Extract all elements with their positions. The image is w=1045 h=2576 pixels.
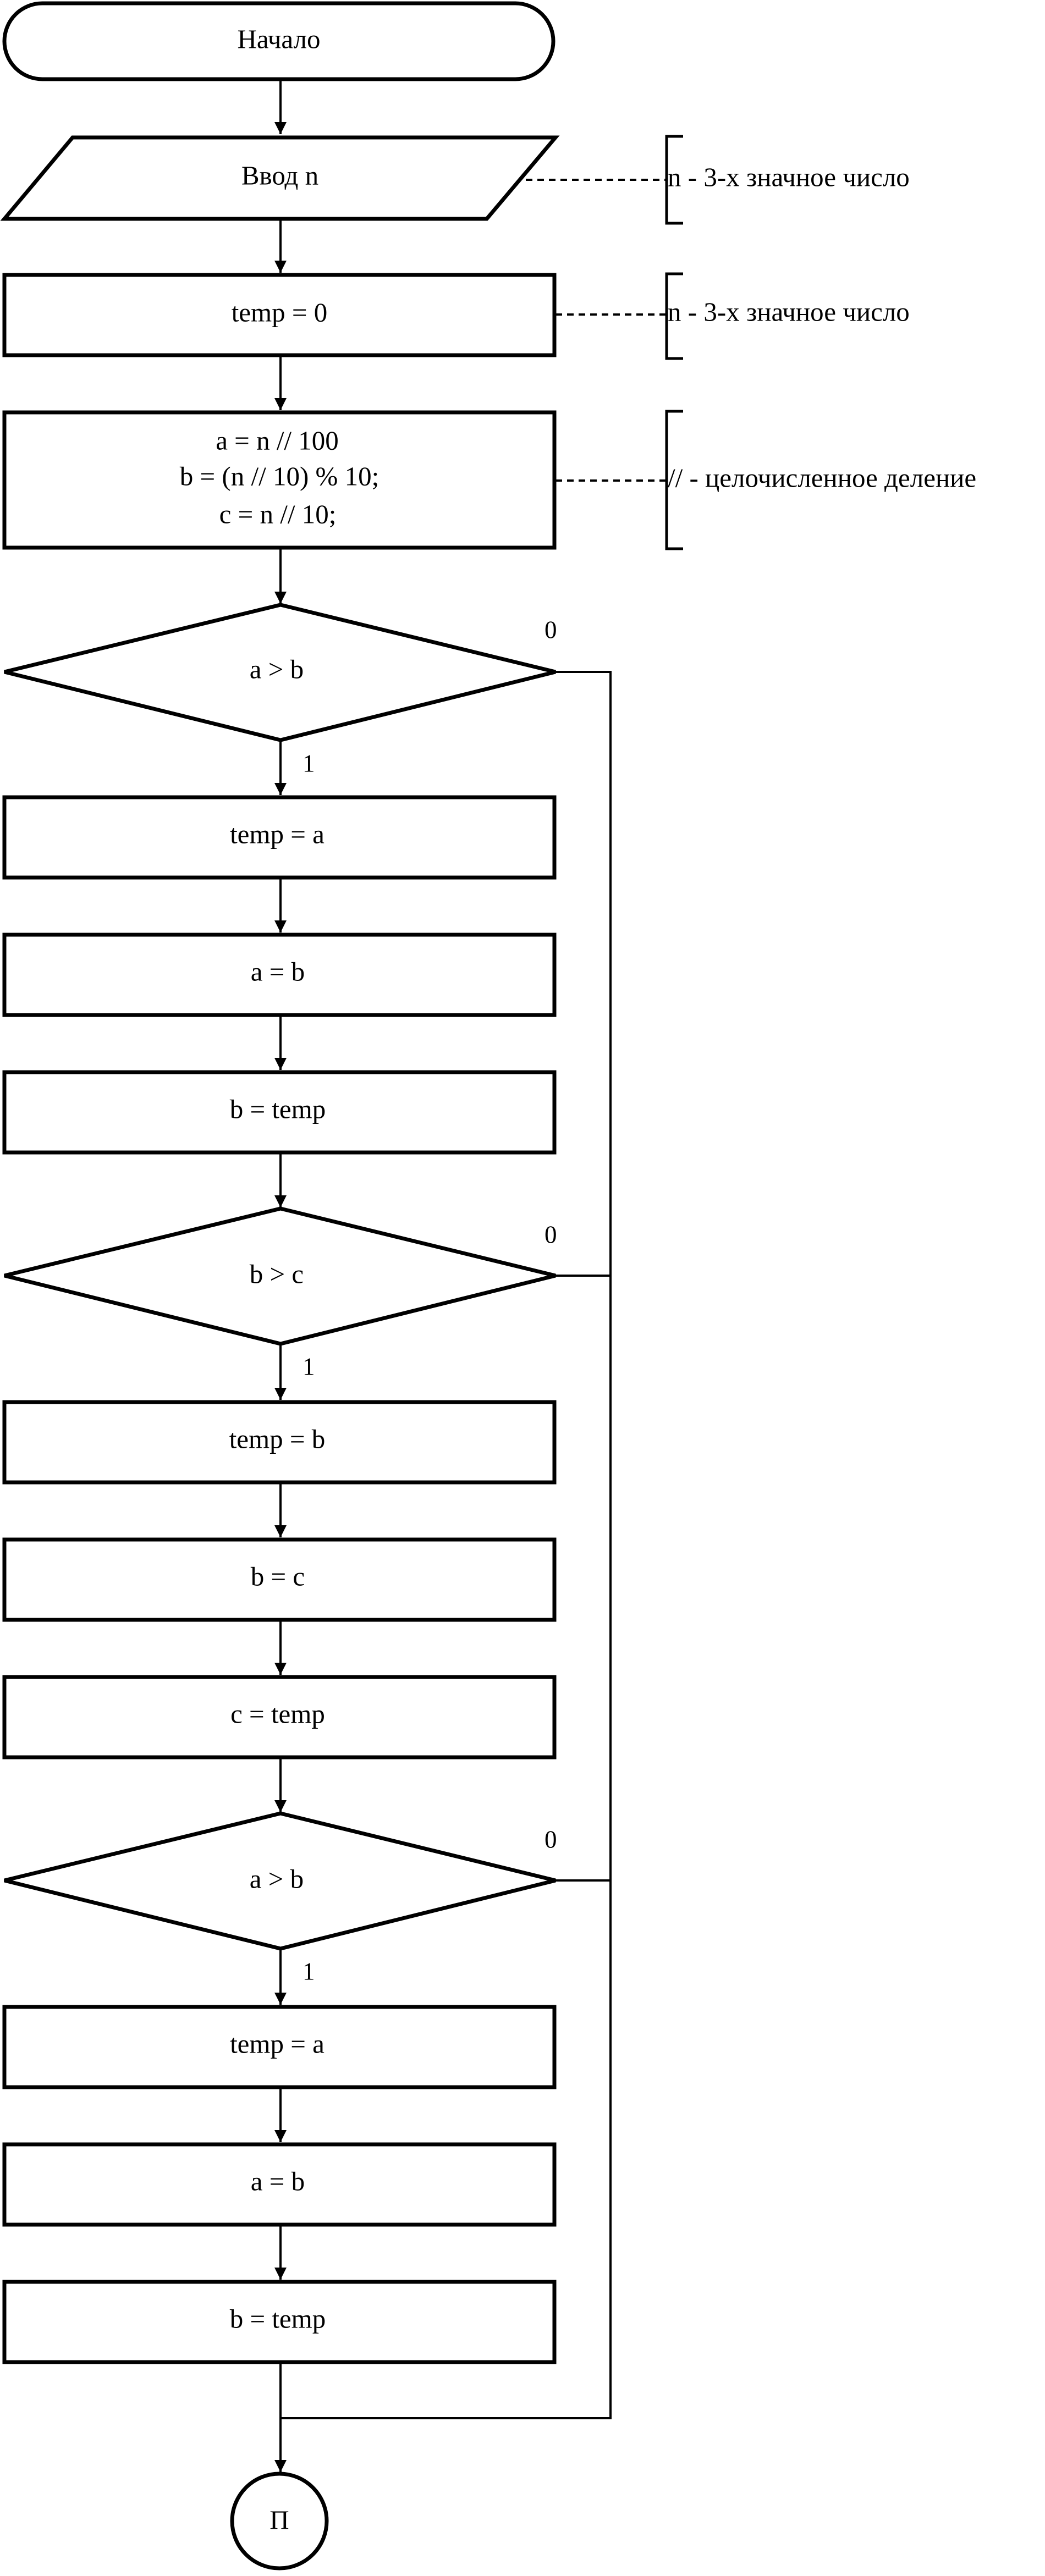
step-2b: b = c <box>2 1537 557 1622</box>
comment-input: n - 3-х значное число <box>514 135 910 225</box>
step-1a-label: temp = a <box>230 819 324 849</box>
input-label: Ввод n <box>241 160 318 190</box>
step-3a-label: temp = a <box>230 2028 324 2059</box>
step-2c-label: c = temp <box>230 1698 325 1729</box>
decision-2-yes-label: 1 <box>302 1353 315 1380</box>
calc-block: a = n // 100 b = (n // 10) % 10; c = n /… <box>2 410 557 550</box>
decision-2-label: b > c <box>250 1259 304 1289</box>
decision-2-no-label: 0 <box>544 1221 557 1248</box>
step-1c: b = temp <box>2 1070 557 1155</box>
start-label: Начало <box>238 24 321 54</box>
decision-1-yes-label: 1 <box>302 749 315 777</box>
decision-3: a > b 1 0 <box>4 1811 557 1985</box>
step-2c-rect <box>2 1675 557 1759</box>
comment-init-bracket <box>665 272 683 360</box>
decision-1-no-label: 0 <box>544 616 557 643</box>
step-1b: a = b <box>2 933 557 1017</box>
step-1c-rect <box>2 1070 557 1155</box>
comment-calc: // - целочисленное деление <box>556 410 976 550</box>
decision-3-no-label: 0 <box>544 1825 557 1853</box>
start-terminator: Начало <box>2 1 556 81</box>
step-3b-rect <box>2 2142 557 2227</box>
input-parallelogram <box>0 135 560 221</box>
input-block: Ввод n <box>0 135 560 221</box>
decision-1: a > b 1 0 <box>4 603 557 777</box>
init-label: temp = 0 <box>232 297 328 327</box>
comment-calc-text: // - целочисленное деление <box>668 462 976 493</box>
init-rect <box>2 273 557 357</box>
step-3c: b = temp <box>2 2280 557 2364</box>
decision-1-diamond <box>4 603 556 742</box>
step-2a: temp = b <box>2 1400 557 1485</box>
calc-line-2: b = (n // 10) % 10; <box>180 461 379 491</box>
decision-2: b > c 1 0 <box>4 1206 557 1380</box>
connector-circle <box>230 2472 329 2571</box>
flow-edges <box>274 79 612 2472</box>
edge-no-branch-bypass <box>280 671 612 2419</box>
comment-calc-bracket <box>665 410 683 550</box>
step-3a-rect <box>2 2005 557 2089</box>
calc-line-3: c = n // 10; <box>219 499 337 529</box>
step-1b-rect <box>2 933 557 1017</box>
comment-input-bracket <box>665 135 683 225</box>
connector: П <box>230 2472 329 2571</box>
comment-input-text: n - 3-х значное число <box>668 162 910 192</box>
step-1c-label: b = temp <box>230 1094 326 1124</box>
connector-label: П <box>270 2505 289 2535</box>
comment-init-text: n - 3-х значное число <box>668 296 910 327</box>
start-terminator-shape <box>2 1 556 81</box>
calc-rect <box>2 410 557 550</box>
decision-3-label: a > b <box>250 1863 304 1894</box>
step-2b-label: b = c <box>251 1561 305 1591</box>
step-2b-rect <box>2 1537 557 1622</box>
step-1a: temp = a <box>2 795 557 880</box>
step-3b: a = b <box>2 2142 557 2227</box>
step-1a-rect <box>2 795 557 880</box>
step-2a-rect <box>2 1400 557 1485</box>
decision-2-diamond <box>4 1206 556 1346</box>
comment-init: n - 3-х значное число <box>556 272 910 360</box>
init-block: temp = 0 <box>2 273 557 357</box>
step-2a-label: temp = b <box>229 1424 326 1454</box>
decision-1-label: a > b <box>250 654 304 684</box>
calc-line-1: a = n // 100 <box>216 425 339 455</box>
step-3c-rect <box>2 2280 557 2364</box>
decision-3-diamond <box>4 1811 556 1951</box>
step-3c-label: b = temp <box>230 2303 326 2334</box>
step-3b-label: a = b <box>251 2166 305 2196</box>
decision-3-yes-label: 1 <box>302 1957 315 1985</box>
step-2c: c = temp <box>2 1675 557 1759</box>
step-1b-label: a = b <box>251 956 305 986</box>
step-3a: temp = a <box>2 2005 557 2089</box>
